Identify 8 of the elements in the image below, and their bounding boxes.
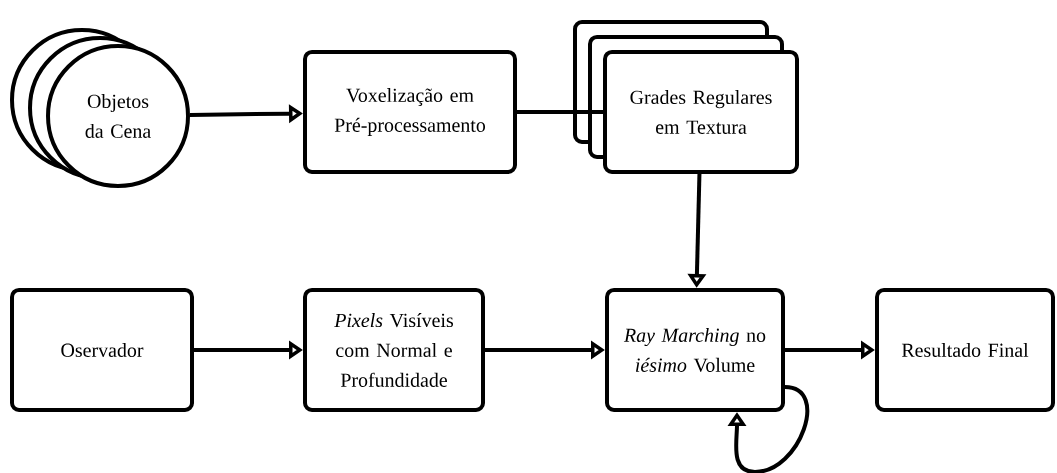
stacked-circles: Objetos da Cena — [10, 28, 190, 188]
process-box: Oservador — [10, 288, 194, 412]
process-box: Pixels Visíveis com Normal e Profundidade — [303, 288, 485, 412]
process-box: Resultado Final — [875, 288, 1055, 412]
process-box: Voxelização em Pré-processamento — [303, 50, 517, 174]
stacked-boxes: Grades Regulares em Textura — [573, 20, 799, 174]
process-box: Ray Marching no iésimo Volume — [605, 288, 785, 412]
arrow — [727, 385, 810, 473]
